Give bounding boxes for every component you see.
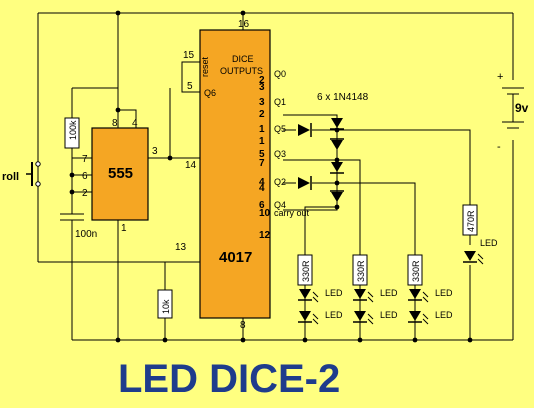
output-pin-number: 10 <box>259 208 271 219</box>
diode <box>298 176 312 190</box>
output-pin-number: 6 <box>259 200 265 211</box>
led <box>463 251 484 265</box>
pin-label: 8 <box>240 320 246 331</box>
output-pin-number: 2 <box>259 75 265 86</box>
output-label: Q3 <box>274 149 286 159</box>
output-pin-number: 1 <box>259 136 265 147</box>
output-pin-number: 1 <box>259 124 265 135</box>
pin-label: 15 <box>183 50 195 61</box>
led-label: LED <box>435 288 453 298</box>
output-pin-number: 5 <box>259 149 265 160</box>
output-pin-number: 7 <box>259 158 265 169</box>
output-label: Q4 <box>274 200 286 210</box>
ic-555: 555 8 4 7 6 2 3 1 <box>82 118 158 234</box>
q6-label: Q6 <box>204 88 216 98</box>
led-label: LED <box>380 310 398 320</box>
resistor-100k: 100k <box>64 117 80 149</box>
led-label: LED <box>480 238 498 248</box>
resistor-470R: 470R <box>462 204 478 236</box>
pin-label: 16 <box>238 19 250 30</box>
pin-label: 3 <box>152 146 158 157</box>
led-label: LED <box>435 310 453 320</box>
led: LED <box>408 288 453 303</box>
resistor-10k: 10k <box>157 289 173 319</box>
battery-plus: + <box>497 71 503 83</box>
output-label: Q2 <box>274 177 286 187</box>
battery-label: 9v <box>515 101 529 115</box>
led: LED <box>298 288 343 303</box>
switch-label: roll <box>2 171 19 183</box>
junction-dots <box>69 10 473 343</box>
led-label: LED <box>380 288 398 298</box>
svg-text:100k: 100k <box>68 120 78 140</box>
pin-label: 7 <box>82 154 88 165</box>
pin-label: 6 <box>82 171 88 182</box>
led-label: LED <box>325 310 343 320</box>
svg-text:330R: 330R <box>301 260 311 282</box>
output-pin-number: 2 <box>259 109 265 120</box>
output-pin-number: 4 <box>259 177 265 188</box>
pin-label: 5 <box>187 81 193 92</box>
diode <box>330 138 344 150</box>
output-label: Q0 <box>274 69 286 79</box>
output-pin-number: 3 <box>259 82 265 93</box>
led: LED <box>353 288 398 303</box>
output-pin-number: 3 <box>259 97 265 108</box>
svg-text:330R: 330R <box>356 260 366 282</box>
reset-label: reset <box>200 56 210 77</box>
resistor-330R: 330R <box>407 254 423 286</box>
diode-bank: 6 x 1N4148 <box>298 92 369 202</box>
capacitor-100n: 100n <box>75 229 97 240</box>
pin-label: 2 <box>82 188 88 199</box>
diode <box>298 123 312 137</box>
diodes-label: 6 x 1N4148 <box>317 92 369 103</box>
resistor-330R: 330R <box>352 254 368 286</box>
resistor-330R: 330R <box>297 254 313 286</box>
output-label: Q1 <box>274 97 286 107</box>
ic-4017-name: 4017 <box>219 249 252 266</box>
diode <box>330 118 344 130</box>
output-label: Q5 <box>274 124 286 134</box>
led-label: LED <box>325 288 343 298</box>
battery-minus: - <box>497 141 501 153</box>
svg-text:330R: 330R <box>411 260 421 282</box>
ic-4017: 4017 DICE OUTPUTS reset Q6 16 15 5 14 13… <box>175 19 310 331</box>
output-pin-number: 4 <box>259 183 265 194</box>
pin-label: 4 <box>132 118 138 129</box>
pin-label: 1 <box>121 223 127 234</box>
svg-text:470R: 470R <box>466 210 476 232</box>
pin-label: 8 <box>112 118 118 129</box>
led: LED <box>298 310 343 325</box>
chip-header-line2: OUTPUTS <box>220 66 263 76</box>
output-label: carry out <box>274 208 310 218</box>
page-title: LED DICE-2 <box>118 357 340 401</box>
diode <box>330 162 344 174</box>
diode <box>330 190 344 202</box>
pin-label: 13 <box>175 242 187 253</box>
led: LED <box>408 310 453 325</box>
roll-switch: roll <box>2 161 41 187</box>
led-group: LED LED LED LED LED LED <box>298 251 484 325</box>
ic-555-name: 555 <box>108 165 133 182</box>
chip-header-line1: DICE <box>232 54 254 64</box>
svg-text:10k: 10k <box>161 299 171 314</box>
output-pin-number: 12 <box>259 230 271 241</box>
pin-label: 14 <box>185 160 197 171</box>
battery: + - 9v <box>497 71 529 153</box>
led: LED <box>353 310 398 325</box>
svg-text:100n: 100n <box>75 229 97 240</box>
